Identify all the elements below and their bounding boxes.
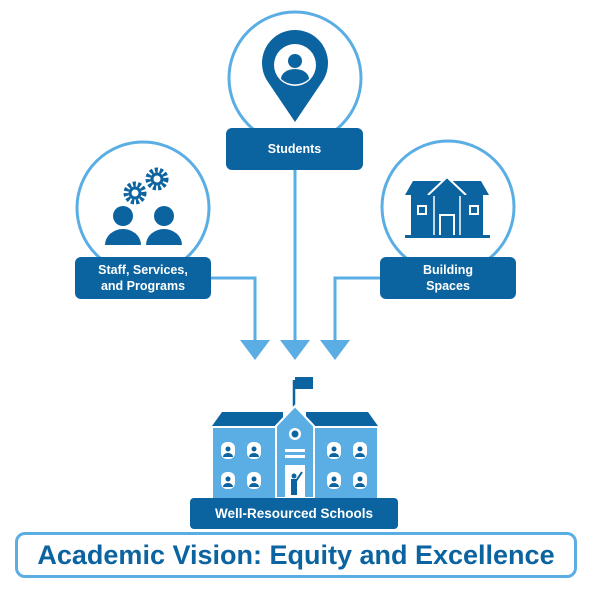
school-building-icon	[212, 377, 378, 499]
building-label-line2: Spaces	[426, 279, 470, 293]
school-label: Well-Resourced Schools	[190, 498, 398, 529]
students-label-text: Students	[267, 142, 322, 156]
house-icon	[405, 175, 490, 238]
school-label-text: Well-Resourced Schools	[214, 505, 374, 521]
arrow-left-icon	[240, 340, 270, 360]
building-label-line1: Building	[423, 263, 473, 277]
arrow-center-icon	[280, 340, 310, 360]
connector-lines	[211, 170, 380, 342]
building-label: Building Spaces	[380, 257, 516, 299]
staff-label: Staff, Services, and Programs	[75, 257, 211, 299]
staff-label-line1: Staff, Services,	[98, 263, 188, 277]
staff-circle	[75, 140, 211, 276]
vision-banner: Academic Vision: Equity and Excellence	[15, 532, 577, 578]
location-pin-person-icon	[262, 30, 328, 123]
people-gears-icon	[105, 167, 182, 245]
students-label: Students	[226, 128, 363, 170]
vision-title: Academic Vision: Equity and Excellence	[37, 539, 555, 570]
staff-label-line2: and Programs	[100, 279, 186, 293]
arrow-right-icon	[320, 340, 350, 360]
